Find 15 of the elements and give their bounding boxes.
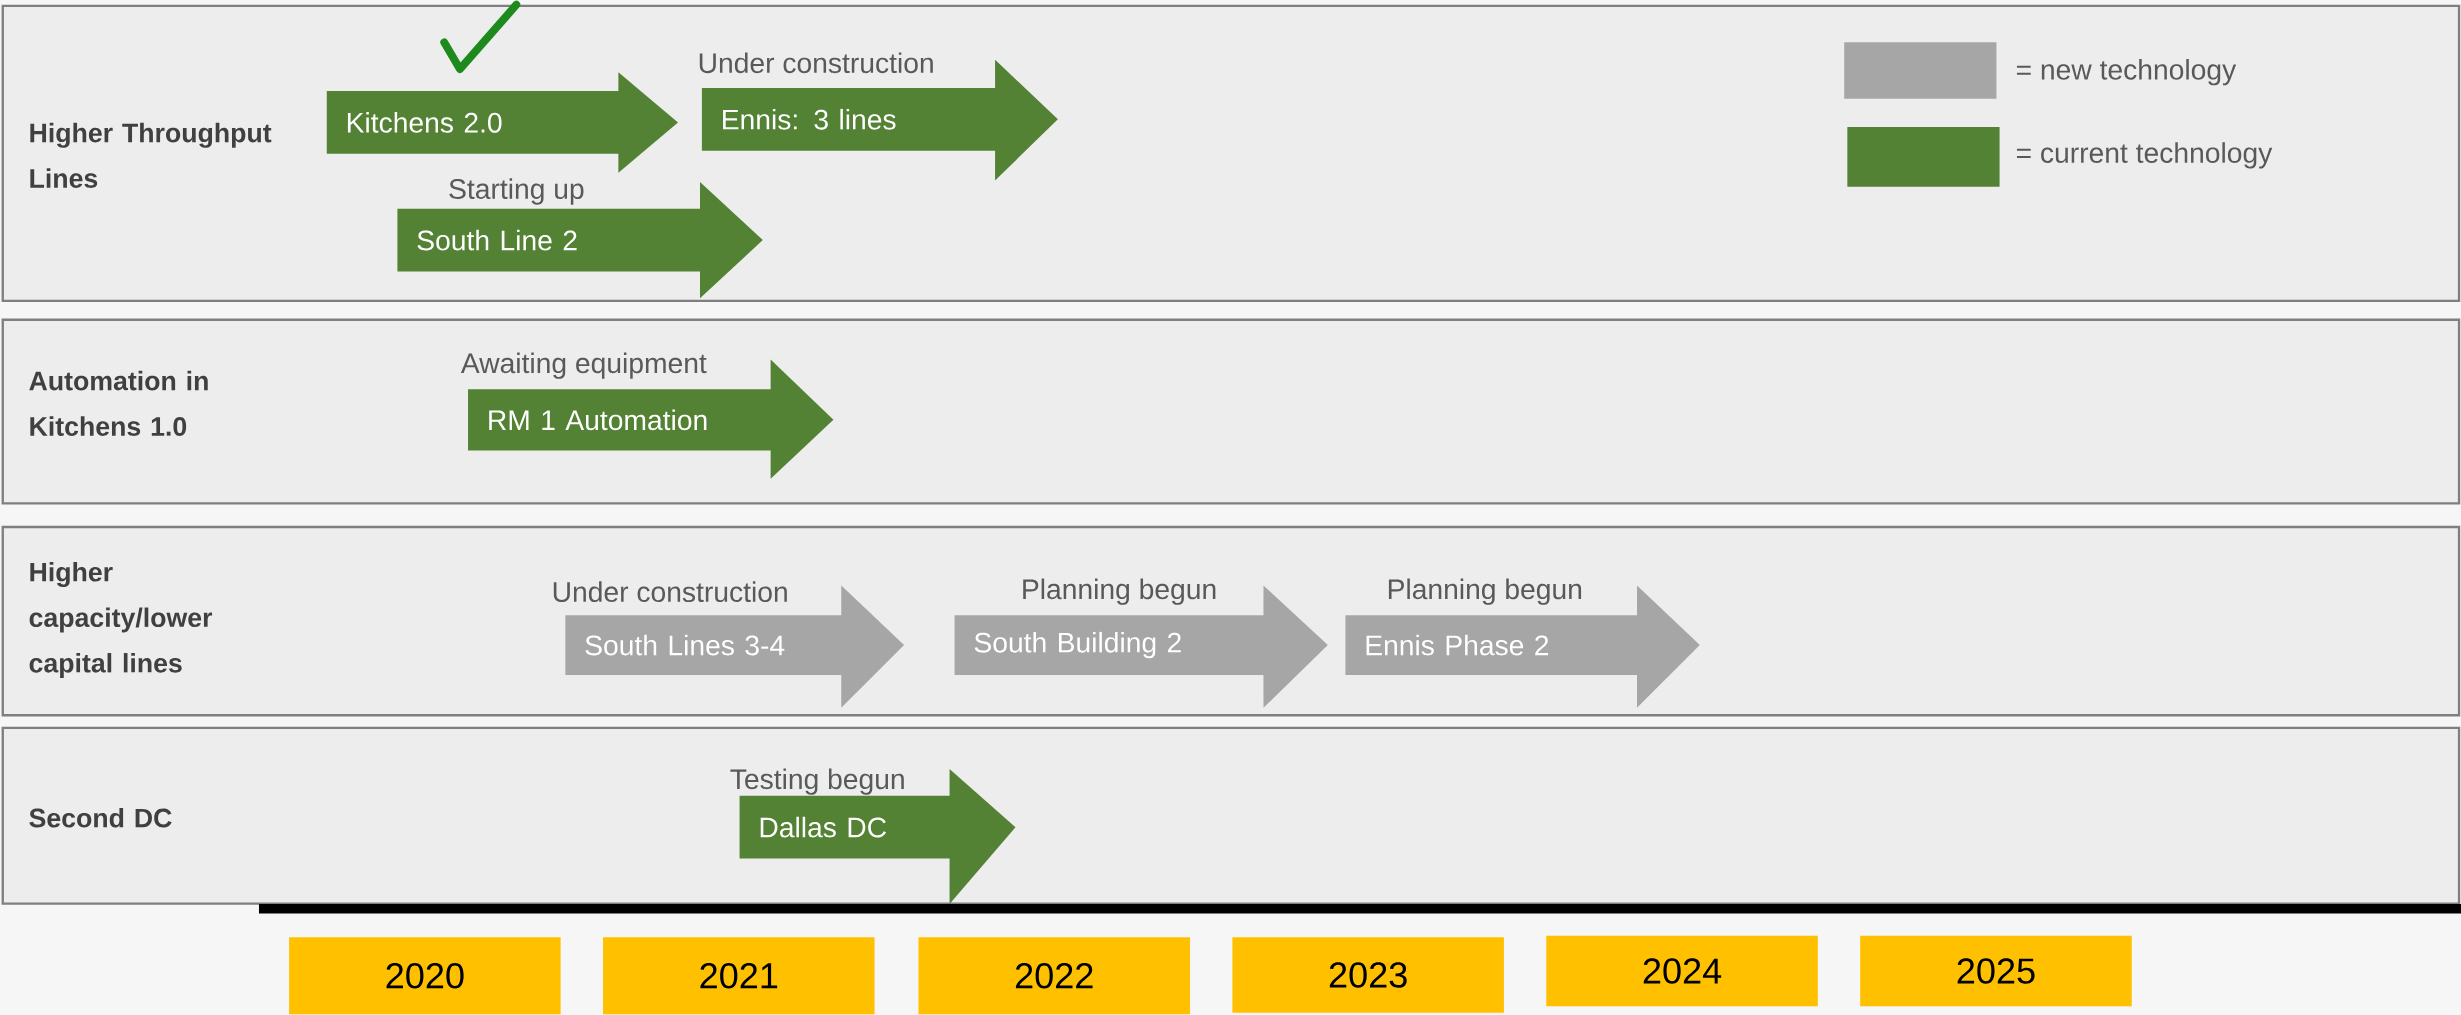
year-box: 2023 bbox=[1232, 937, 1504, 1013]
status-label: Starting up bbox=[449, 178, 584, 205]
year-box: 2021 bbox=[603, 937, 875, 1014]
year-box: 2024 bbox=[1546, 935, 1818, 1007]
legend-label: = new technology bbox=[2016, 58, 2237, 86]
legend-label: = current technology bbox=[2016, 141, 2273, 169]
status-label: Under construction bbox=[699, 52, 933, 73]
status-label: Testing begun bbox=[730, 768, 904, 795]
status-label: Planning begun bbox=[1388, 578, 1582, 605]
status-label: Awaiting equipment bbox=[460, 352, 707, 379]
status-label: Under construction bbox=[553, 581, 787, 602]
year-box: 2020 bbox=[289, 937, 561, 1014]
year-box: 2025 bbox=[1860, 935, 2132, 1007]
year-box: 2022 bbox=[918, 937, 1190, 1014]
status-label: Planning begun bbox=[1023, 578, 1216, 605]
